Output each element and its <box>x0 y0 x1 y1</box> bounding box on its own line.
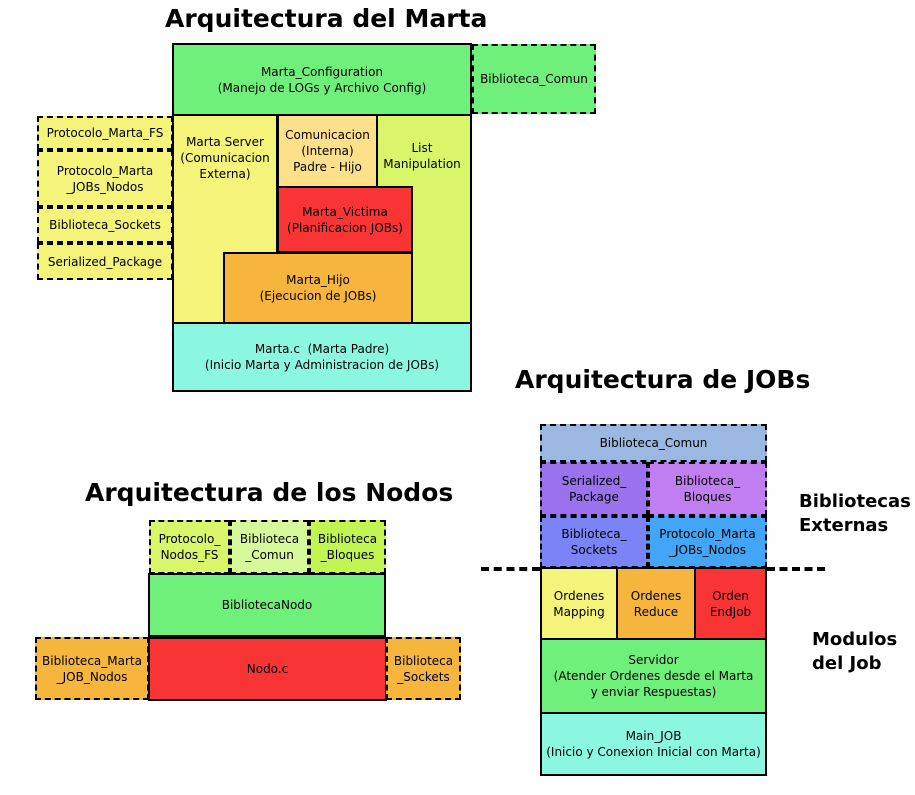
bibliotecas-externas-line1: Bibliotecas <box>799 491 911 512</box>
nodos-biblioteca-nodo-block: BibliotecaNodo <box>148 573 386 637</box>
nodos-bloques-line2: _Bloques <box>320 548 375 562</box>
marta-list-line2: Manipulation <box>383 157 461 171</box>
jobs-serialized-line2: Package <box>569 490 619 504</box>
jobs-reduce-line1: Ordenes <box>630 588 682 603</box>
marta-comunicacion-line3: Padre - Hijo <box>293 160 362 174</box>
jobs-reduce-line2: Reduce <box>633 604 679 619</box>
marta-protocolo-jobs-nodos-line1: Protocolo_Marta <box>56 163 154 178</box>
modulos-del-job-label: Modulos del Job <box>812 628 897 676</box>
marta-protocolo-jobs-nodos-block: Protocolo_Marta _JOBs_Nodos <box>37 150 173 207</box>
nodos-biblioteca-bloques-block: Biblioteca _Bloques <box>309 520 386 574</box>
jobs-ordenes-reduce-block: Ordenes Reduce <box>616 567 696 640</box>
nodos-biblioteca-comun-block: Biblioteca _Comun <box>230 520 309 574</box>
marta-comunicacion-line1: Comunicacion <box>285 128 370 142</box>
nodos-biblioteca-nodo-name: BibliotecaNodo <box>221 598 313 612</box>
jobs-servidor-line3: y enviar Respuestas) <box>590 685 717 699</box>
nodos-comun-line2: _Comun <box>245 548 294 562</box>
marta-padre-desc: (Inicio Marta y Administracion de JOBs) <box>204 358 440 372</box>
marta-configuration-block: Marta_Configuration (Manejo de LOGs y Ar… <box>172 43 472 116</box>
marta-configuration-name: Marta_Configuration <box>260 64 384 79</box>
jobs-bloques-line2: Bloques <box>683 490 732 504</box>
marta-padre-block: Marta.c (Marta Padre) (Inicio Marta y Ad… <box>172 322 472 392</box>
marta-victima-desc: (Planificacion JOBs) <box>287 220 403 235</box>
marta-serialized-package-block: Serialized_Package <box>37 243 173 280</box>
jobs-ordenes-mapping-block: Ordenes Mapping <box>540 567 618 640</box>
marta-biblioteca-sockets-name: Biblioteca_Sockets <box>49 218 161 232</box>
marta-server-line3: Externa) <box>199 167 251 181</box>
marta-serialized-package-name: Serialized_Package <box>47 254 163 269</box>
nodos-biblioteca-marta-job-nodos-block: Biblioteca_Marta _JOB_Nodos <box>35 637 149 700</box>
jobs-mapping-line1: Ordenes <box>553 588 605 603</box>
nodos-protocolo-fs-block: Protocolo_ Nodos_FS <box>149 520 230 574</box>
nodos-nodo-c-block: Nodo.c <box>148 637 387 701</box>
jobs-sockets-line1: Biblioteca_ <box>561 527 627 541</box>
nodos-nodo-c-name: Nodo.c <box>246 662 289 676</box>
jobs-main-job-block: Main_JOB (Inicio y Conexion Inicial con … <box>540 712 767 776</box>
nodos-sockets-line1: Biblioteca <box>393 653 454 668</box>
jobs-servidor-line1: Servidor <box>628 653 679 667</box>
bibliotecas-externas-line2: Externas <box>799 515 889 536</box>
jobs-biblioteca-sockets-block: Biblioteca_ Sockets <box>540 516 648 568</box>
marta-architecture-title: Arquitectura del Marta <box>165 4 488 33</box>
marta-comunicacion-line2: (Interna) <box>301 144 354 158</box>
jobs-biblioteca-comun-block: Biblioteca_Comun <box>540 424 767 462</box>
jobs-main-line1: Main_JOB <box>625 729 682 743</box>
jobs-servidor-block: Servidor (Atender Ordenes desde el Marta… <box>540 638 767 714</box>
modulos-del-job-line1: Modulos <box>812 629 898 650</box>
jobs-sockets-line2: Sockets <box>570 543 618 557</box>
marta-biblioteca-comun-block: Biblioteca_Comun <box>472 44 596 114</box>
jobs-serialized-package-block: Serialized_ Package <box>540 462 648 516</box>
marta-victima-block: Marta_Victima (Planificacion JOBs) <box>277 186 413 253</box>
jobs-main-line2: (Inicio y Conexion Inicial con Marta) <box>546 745 761 759</box>
nodos-architecture-title: Arquitectura de los Nodos <box>85 478 454 507</box>
marta-victima-name: Marta_Victima <box>302 204 388 219</box>
marta-hijo-block: Marta_Hijo (Ejecucion de JOBs) <box>223 252 413 324</box>
marta-hijo-desc: (Ejecucion de JOBs) <box>259 289 377 303</box>
jobs-servidor-line2: (Atender Ordenes desde el Marta <box>553 669 754 683</box>
marta-server-line2: (Comunicacion <box>180 151 270 165</box>
nodos-protocolo-line1: Protocolo_ <box>158 532 221 546</box>
marta-protocolo-fs-block: Protocolo_Marta_FS <box>37 116 173 150</box>
modulos-del-job-line2: del Job <box>812 653 882 674</box>
jobs-protocolo-line1: Protocolo_Marta <box>659 527 756 541</box>
jobs-biblioteca-bloques-block: Biblioteca_ Bloques <box>648 462 767 516</box>
nodos-biblioteca-sockets-block: Biblioteca _Sockets <box>386 637 461 700</box>
marta-protocolo-fs-name: Protocolo_Marta_FS <box>46 126 164 140</box>
jobs-protocolo-line2: _JOBs_Nodos <box>669 543 746 557</box>
jobs-endjob-line2: EndJob <box>709 604 752 619</box>
marta-server-line1: Marta Server <box>186 135 264 149</box>
marta-protocolo-jobs-nodos-line2: _JOBs_Nodos <box>66 179 144 194</box>
nodos-bloques-line1: Biblioteca <box>317 532 378 546</box>
marta-configuration-desc: (Manejo de LOGs y Archivo Config) <box>217 80 427 95</box>
nodos-comun-line1: Biblioteca <box>239 532 300 546</box>
marta-hijo-name: Marta_Hijo <box>286 273 350 287</box>
marta-comunicacion-block: Comunicacion (Interna) Padre - Hijo <box>277 114 378 188</box>
nodos-marta-job-line2: _JOB_Nodos <box>56 669 128 684</box>
jobs-orden-endjob-block: Orden EndJob <box>694 567 767 640</box>
marta-biblioteca-sockets-block: Biblioteca_Sockets <box>37 207 173 243</box>
jobs-mapping-line2: Mapping <box>553 604 605 619</box>
jobs-bloques-line1: Biblioteca_ <box>674 474 741 488</box>
bibliotecas-externas-label: Bibliotecas Externas <box>799 490 911 538</box>
nodos-protocolo-line2: Nodos_FS <box>160 548 219 562</box>
marta-padre-name: Marta.c (Marta Padre) <box>254 342 390 356</box>
jobs-comun-name: Biblioteca_Comun <box>599 436 708 450</box>
nodos-sockets-line2: _Sockets <box>397 669 450 684</box>
jobs-architecture-title: Arquitectura de JOBs <box>515 365 811 394</box>
nodos-marta-job-line1: Biblioteca_Marta <box>42 653 142 668</box>
jobs-serialized-line1: Serialized_ <box>561 474 627 488</box>
jobs-protocolo-marta-block: Protocolo_Marta _JOBs_Nodos <box>648 516 767 568</box>
jobs-endjob-line1: Orden <box>712 588 749 603</box>
separator-dashed-line-right <box>767 567 825 571</box>
marta-biblioteca-comun-name: Biblioteca_Comun <box>480 72 588 86</box>
separator-dashed-line-left <box>481 567 540 571</box>
marta-list-line1: List <box>411 141 433 155</box>
